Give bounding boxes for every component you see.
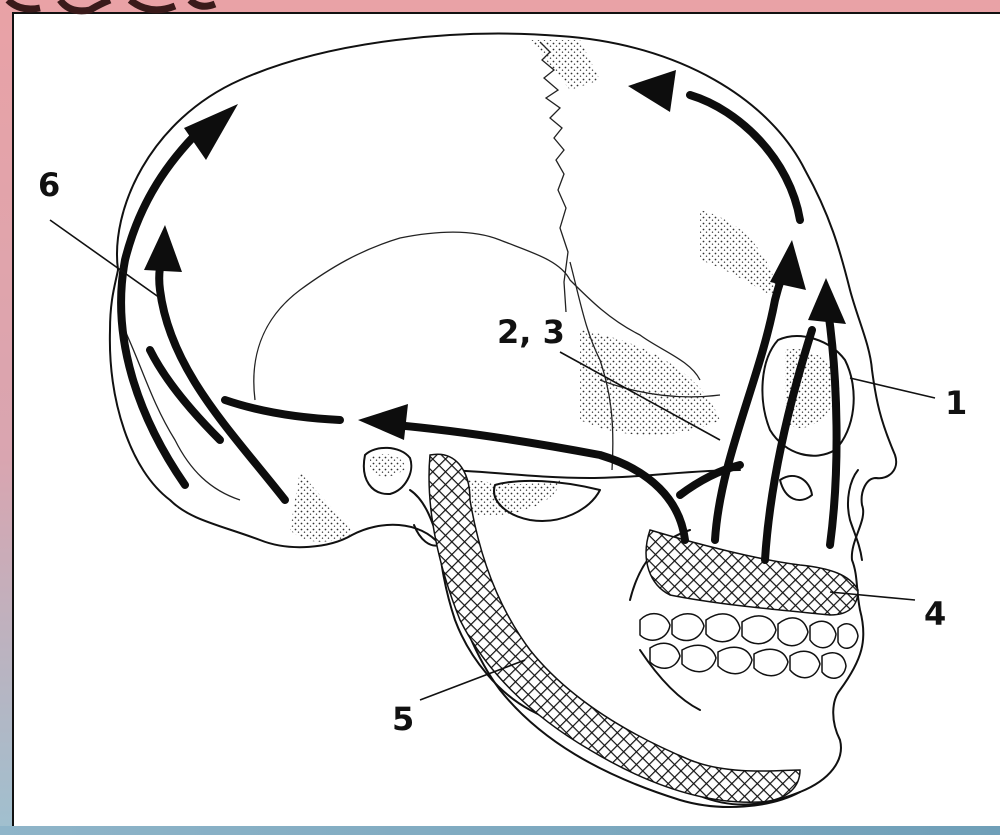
leader-line-6 <box>50 220 160 298</box>
label-2-3: 2, 3 <box>497 313 565 351</box>
label-4: 4 <box>924 595 946 633</box>
cranium-outline <box>110 34 896 805</box>
zygomatic-arch <box>440 470 740 478</box>
upper-teeth <box>640 614 858 649</box>
cropped-heading-fragment <box>8 0 215 11</box>
lower-teeth <box>650 643 846 678</box>
label-6: 6 <box>38 166 60 204</box>
label-1: 1 <box>945 384 967 422</box>
leader-line-1 <box>850 378 935 398</box>
label-5: 5 <box>392 700 414 738</box>
region-4-maxilla <box>646 530 858 615</box>
